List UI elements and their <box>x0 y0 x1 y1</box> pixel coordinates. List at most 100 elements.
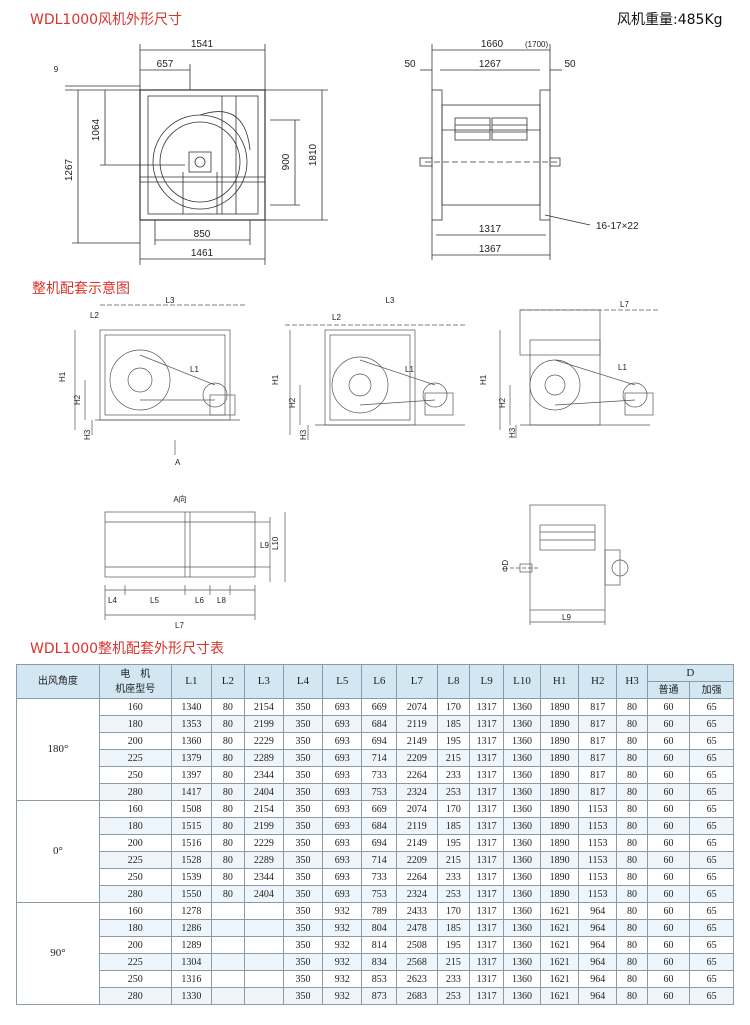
table-cell: 1317 <box>469 885 504 903</box>
table-cell: 932 <box>322 987 363 1005</box>
table-cell: 65 <box>689 902 734 920</box>
table-cell: 65 <box>689 715 734 733</box>
table-cell: 65 <box>689 970 734 988</box>
table-cell: 2324 <box>396 783 438 801</box>
table-cell: 1278 <box>170 902 213 920</box>
table-cell: 160 <box>98 698 172 716</box>
table-cell: 964 <box>578 953 618 971</box>
table-cell: 1153 <box>578 851 618 869</box>
table-cell: 65 <box>689 834 734 852</box>
table-cell: 1360 <box>502 749 542 767</box>
table-cell: 350 <box>282 766 324 784</box>
table-cell: 200 <box>98 834 172 852</box>
table-cell: 60 <box>646 851 691 869</box>
table-cell <box>211 953 245 971</box>
table-cell: 1360 <box>502 800 542 818</box>
table-cell: 1508 <box>170 800 213 818</box>
table-cell: 350 <box>282 987 324 1005</box>
header-H3: H3 <box>616 664 648 699</box>
table-cell: 694 <box>361 732 398 750</box>
label-H1-c: H1 <box>479 374 488 385</box>
table-cell: 1360 <box>502 902 542 920</box>
table-cell: 350 <box>282 749 324 767</box>
label-H2-b: H2 <box>288 397 297 408</box>
table-cell: 215 <box>436 851 471 869</box>
label-H1-b: H1 <box>271 374 280 385</box>
table-cell: 853 <box>361 970 398 988</box>
table-cell: 80 <box>616 715 648 733</box>
table-cell: 65 <box>689 766 734 784</box>
table-cell: 693 <box>322 868 363 886</box>
label-L2-a: L2 <box>90 311 99 320</box>
dim-1810: 1810 <box>308 143 319 166</box>
table-cell: 693 <box>322 698 363 716</box>
table-cell: 185 <box>436 919 471 937</box>
table-cell: 2404 <box>243 885 284 903</box>
label-L7-c: L7 <box>620 300 629 309</box>
table-cell: 1890 <box>540 766 580 784</box>
table-cell: 80 <box>616 953 648 971</box>
label-L9-motor: L9 <box>562 613 571 622</box>
table-cell: 80 <box>616 698 648 716</box>
table-cell: 60 <box>646 749 691 767</box>
table-cell: 669 <box>361 698 398 716</box>
table-cell: 1360 <box>502 817 542 835</box>
table-cell: 873 <box>361 987 398 1005</box>
fan-side-view-drawing: 1541 657 9 1267 1064 900 1810 850 1461 <box>54 39 328 265</box>
header-L2: L2 <box>211 664 245 699</box>
table-cell: 2683 <box>396 987 438 1005</box>
table-cell: 2119 <box>396 817 438 835</box>
table-cell: 1360 <box>502 868 542 886</box>
table-cell: 60 <box>646 715 691 733</box>
table-cell: 250 <box>98 970 172 988</box>
table-cell: 964 <box>578 919 618 937</box>
dim-850: 850 <box>194 229 211 240</box>
table-cell: 1286 <box>170 919 213 937</box>
label-A-arrow: A <box>175 458 181 467</box>
table-cell: 2433 <box>396 902 438 920</box>
dim-9: 9 <box>54 65 59 74</box>
table-cell: 253 <box>436 783 471 801</box>
base-and-motor-views: A向 L9 L10 L4 L5 L6 L8 L7 ΦD L9 <box>104 494 629 630</box>
table-cell: 2209 <box>396 851 438 869</box>
table-cell: 964 <box>578 902 618 920</box>
table-cell: 1516 <box>170 834 213 852</box>
table-cell: 2119 <box>396 715 438 733</box>
table-cell: 180 <box>98 919 172 937</box>
table-cell: 1289 <box>170 936 213 954</box>
label-L1-c: L1 <box>618 363 627 372</box>
table-cell: 1317 <box>469 715 504 733</box>
dim-900: 900 <box>281 153 292 170</box>
table-cell: 1890 <box>540 800 580 818</box>
dim-50-left: 50 <box>404 59 416 70</box>
table-cell: 350 <box>282 783 324 801</box>
table-cell: 60 <box>646 698 691 716</box>
table-cell: 1417 <box>170 783 213 801</box>
label-H3-b: H3 <box>299 429 308 440</box>
header-L1: L1 <box>170 664 213 699</box>
angle-cell: 90° <box>16 902 100 1005</box>
table-cell: 693 <box>322 851 363 869</box>
table-cell: 350 <box>282 970 324 988</box>
table-cell: 2149 <box>396 834 438 852</box>
table-cell: 80 <box>211 800 245 818</box>
table-cell: 2289 <box>243 749 284 767</box>
table-cell: 834 <box>361 953 398 971</box>
table-cell: 964 <box>578 970 618 988</box>
header-L4: L4 <box>282 664 324 699</box>
label-L2-b: L2 <box>332 313 341 322</box>
label-H3-a: H3 <box>83 429 92 440</box>
table-cell: 60 <box>646 817 691 835</box>
table-cell: 733 <box>361 868 398 886</box>
table-cell: 714 <box>361 749 398 767</box>
label-L1-a: L1 <box>190 365 199 374</box>
table-cell <box>211 902 245 920</box>
table-cell: 195 <box>436 732 471 750</box>
label-L6: L6 <box>195 596 204 605</box>
table-cell: 1890 <box>540 868 580 886</box>
fan-front-view-drawing: 1660 (1700) 1267 50 50 16-17×22 1317 136… <box>404 39 639 260</box>
